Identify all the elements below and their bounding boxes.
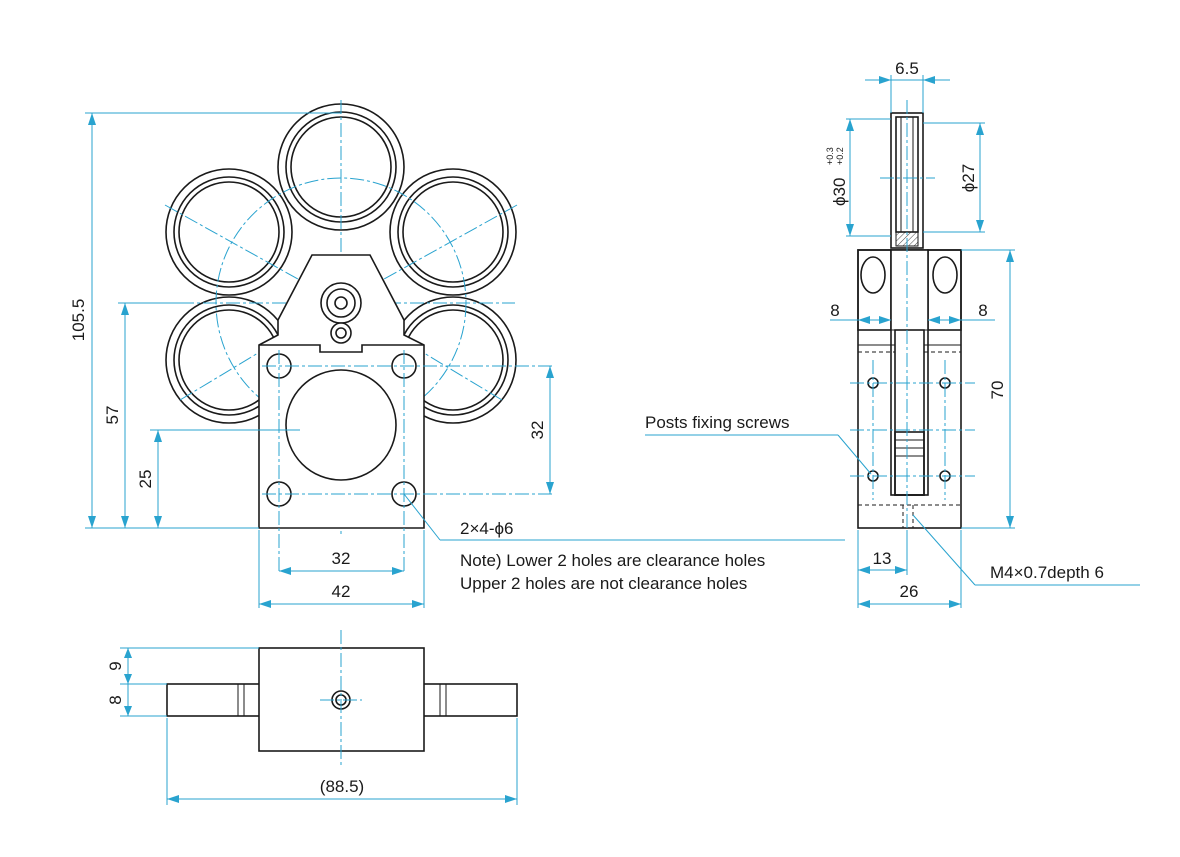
note-line-2: Upper 2 holes are not clearance holes <box>460 574 747 593</box>
dim-base-width: 42 <box>332 582 351 601</box>
bottom-view: 9 8 (88.5) <box>106 630 518 805</box>
dim-outer-diameter: ϕ30 <box>830 178 849 206</box>
mount-bracket <box>258 254 425 529</box>
dim-thickness: 6.5 <box>895 59 919 78</box>
left-shaft <box>166 683 263 717</box>
note-line-1: Note) Lower 2 holes are clearance holes <box>460 551 765 570</box>
index-pin <box>330 322 352 344</box>
dim-height-25: 25 <box>136 470 155 489</box>
dim-outer-tol-upper: +0.3 <box>825 147 835 165</box>
side-view: 6.5 ϕ30 +0.3 +0.2 ϕ27 8 8 70 13 26 Posts… <box>645 59 1140 608</box>
dim-bottom-8: 8 <box>106 695 125 704</box>
dim-hole-pitch-horizontal: 32 <box>332 549 351 568</box>
dim-overall-length: (88.5) <box>320 777 364 796</box>
dim-offset-13: 13 <box>873 549 892 568</box>
thread-label: M4×0.7depth 6 <box>990 563 1104 582</box>
dim-height-57: 57 <box>103 406 122 425</box>
right-shaft <box>421 683 518 717</box>
dim-outer-tol-lower: +0.2 <box>835 147 845 165</box>
dim-height-70: 70 <box>988 381 1007 400</box>
dim-side-right: 8 <box>978 301 987 320</box>
dim-overall-height: 105.5 <box>69 299 88 342</box>
holes-callout: 2×4-ϕ6 <box>460 519 513 538</box>
dim-bottom-9: 9 <box>106 661 125 670</box>
center-aperture <box>285 369 397 481</box>
posts-fixing-screws-label: Posts fixing screws <box>645 413 790 432</box>
dim-inner-diameter: ϕ27 <box>959 164 978 192</box>
dim-side-left: 8 <box>830 301 839 320</box>
dim-depth-26: 26 <box>900 582 919 601</box>
front-view: 105.5 57 25 32 32 42 2×4-ϕ6 Note) Lower … <box>69 100 845 608</box>
dim-hole-pitch-vertical: 32 <box>528 421 547 440</box>
